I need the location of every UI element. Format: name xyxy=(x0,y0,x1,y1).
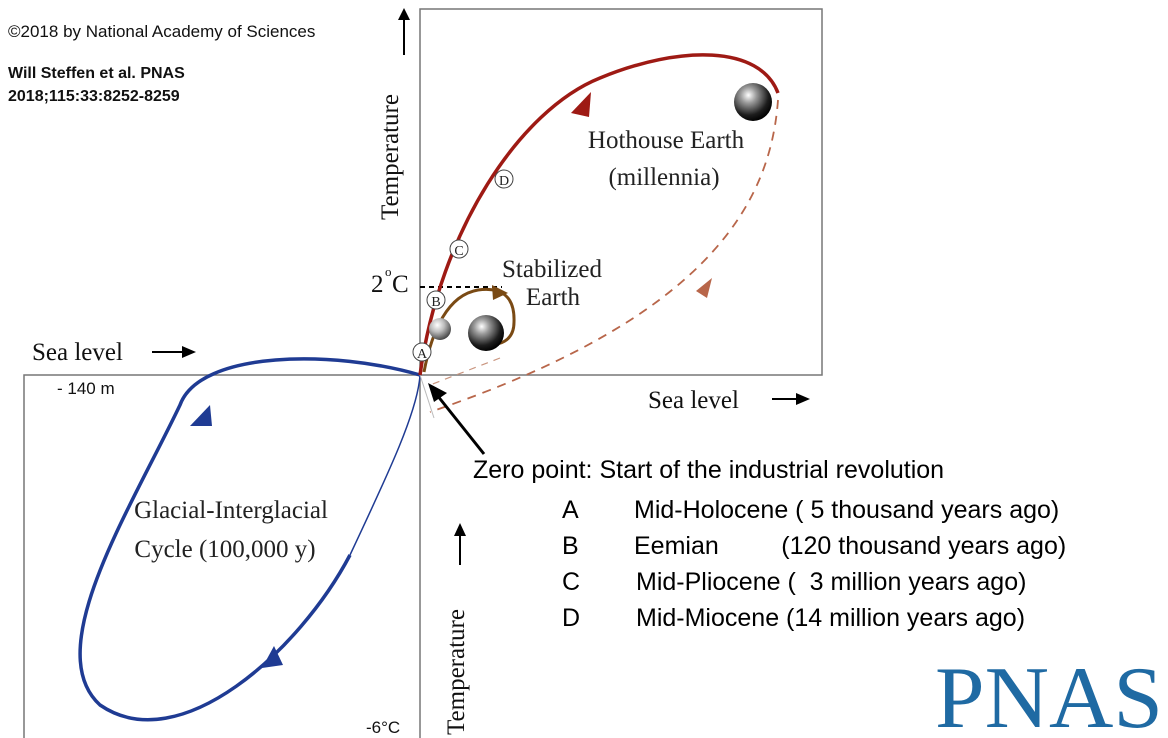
hothouse-connector-faint xyxy=(429,357,501,386)
two-degree-unit: C xyxy=(392,271,409,298)
marker-b: B xyxy=(426,290,446,310)
legend-letter-a: A xyxy=(562,496,579,524)
citation-line-1: Will Steffen et al. PNAS xyxy=(8,65,185,82)
sea-level-right-label: Sea level xyxy=(648,387,739,414)
two-degree-symbol: o xyxy=(385,264,392,279)
pnas-logo: PNAS xyxy=(935,650,1163,738)
upper-quadrant-frame xyxy=(419,8,823,376)
zero-point-text: Zero point: Start of the industrial revo… xyxy=(473,456,944,484)
stabilized-label-line-2: Earth xyxy=(526,284,581,311)
legend-text-a: Mid-Holocene ( 5 thousand years ago) xyxy=(634,496,1059,524)
temperature-axis-top-label: Temperature xyxy=(377,94,404,220)
legend-text-d: Mid-Miocene (14 million years ago) xyxy=(636,604,1025,632)
glacial-arrowhead-lower xyxy=(262,646,283,668)
legend-letter-b: B xyxy=(562,532,579,560)
marker-d: D xyxy=(494,169,514,189)
hothouse-return-arrowhead xyxy=(696,278,712,298)
glacial-cycle-loop-thin xyxy=(349,374,421,556)
marker-c-letter: C xyxy=(454,244,463,259)
current-earth-ball xyxy=(429,318,451,340)
two-degree-label: 2 o C xyxy=(371,264,409,298)
hothouse-earth-ball xyxy=(734,83,772,121)
stabilized-label-line-1: Stabilized xyxy=(502,256,602,283)
glacial-connector-faint xyxy=(419,374,435,419)
legend-text-b: Eemian (120 thousand years ago) xyxy=(634,532,1066,560)
hothouse-label-line-1: Hothouse Earth xyxy=(588,127,745,154)
marker-a: A xyxy=(412,342,432,362)
minus-6-label: -6°C xyxy=(366,718,400,737)
glacial-arrowhead-upper xyxy=(190,405,212,426)
marker-d-letter: D xyxy=(499,174,509,189)
glacial-label-line-2: Cycle (100,000 y) xyxy=(134,536,315,563)
sea-level-right-arrow xyxy=(772,393,810,405)
hothouse-return-dashed xyxy=(429,99,779,413)
legend-letter-d: D xyxy=(562,604,580,632)
lower-quadrant-frame xyxy=(23,374,421,738)
temperature-axis-top-arrow xyxy=(398,8,410,55)
zero-point-pointer xyxy=(428,383,486,455)
hothouse-arrowhead xyxy=(571,92,591,117)
legend-text-c: Mid-Pliocene ( 3 million years ago) xyxy=(636,568,1026,596)
hothouse-trajectory xyxy=(418,53,780,376)
temperature-axis-bottom-label: Temperature xyxy=(443,609,470,735)
temperature-axis-bottom-arrow xyxy=(454,523,466,565)
glacial-cycle-loop-thick xyxy=(78,357,421,722)
stabilized-arrowhead xyxy=(492,285,508,300)
legend-letter-c: C xyxy=(562,568,580,596)
glacial-label-line-1: Glacial-Interglacial xyxy=(134,497,328,524)
copyright-text: ©2018 by National Academy of Sciences xyxy=(8,22,315,41)
stabilized-earth-ball xyxy=(468,315,504,351)
marker-c: C xyxy=(449,239,469,259)
two-degree-number: 2 xyxy=(371,271,384,298)
minus-140-label: - 140 m xyxy=(57,379,115,398)
hothouse-label-line-2: (millennia) xyxy=(608,164,719,191)
sea-level-left-arrow xyxy=(152,346,196,358)
citation-line-2: 2018;115:33:8252-8259 xyxy=(8,88,180,105)
marker-b-letter: B xyxy=(431,295,440,310)
sea-level-left-label: Sea level xyxy=(32,339,123,366)
marker-a-letter: A xyxy=(417,347,428,362)
